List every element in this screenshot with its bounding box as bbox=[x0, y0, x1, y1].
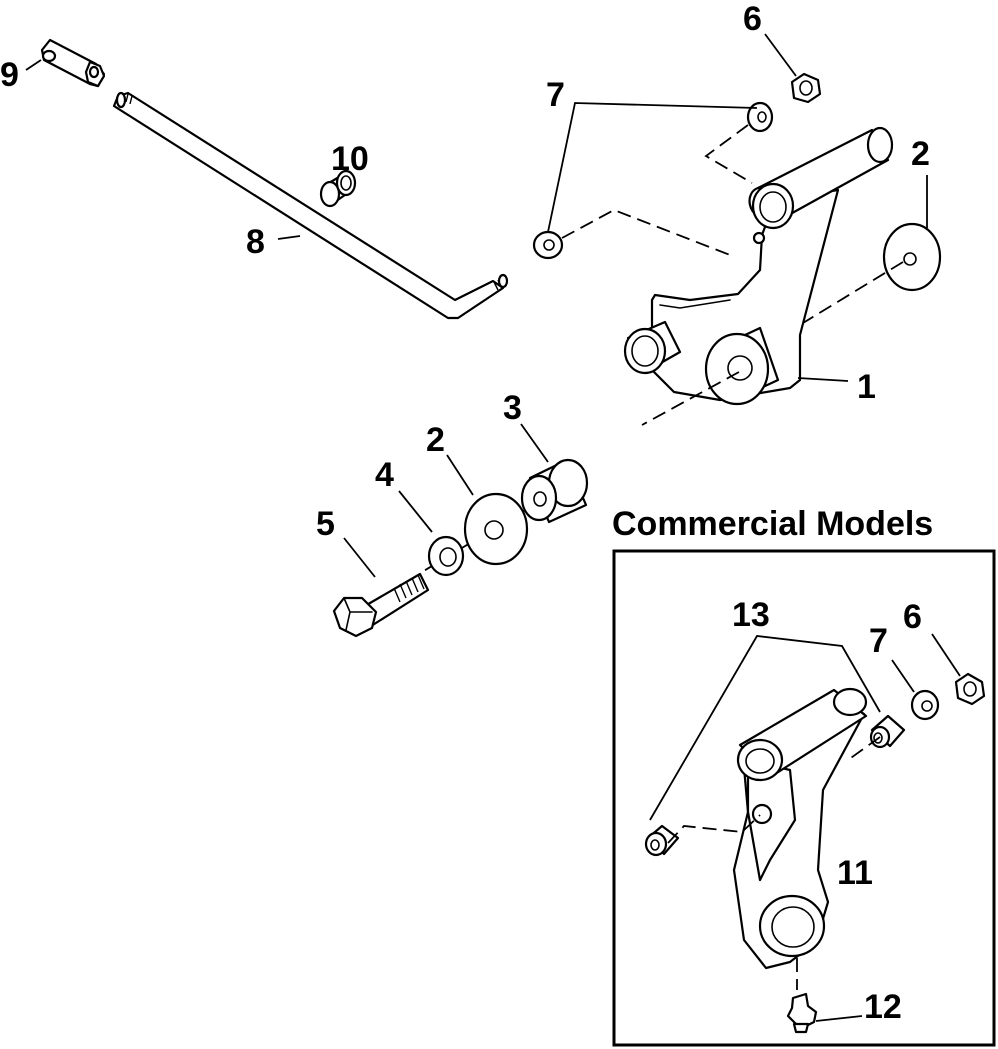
part-6-nut-inset bbox=[954, 672, 986, 706]
callout-7-upper: 7 bbox=[546, 76, 565, 114]
part-1-shift-lever bbox=[623, 126, 894, 406]
part-8-shift-rod bbox=[112, 91, 509, 320]
part-13-fitting-right bbox=[869, 714, 906, 749]
part-13-fitting-left bbox=[644, 824, 680, 857]
callout-4: 4 bbox=[375, 456, 394, 494]
part-11-lever bbox=[732, 687, 868, 970]
callout-6-upper: 6 bbox=[743, 0, 762, 38]
callout-3: 3 bbox=[503, 389, 522, 427]
part-7-washer-lower bbox=[532, 230, 564, 260]
callout-9: 9 bbox=[0, 56, 19, 94]
part-12-grease-fitting bbox=[786, 992, 818, 1034]
part-2-washer-left bbox=[463, 492, 529, 566]
part-3-spacer bbox=[520, 458, 589, 524]
callout-8: 8 bbox=[246, 223, 265, 261]
callout-1: 1 bbox=[857, 368, 876, 406]
part-2-washer-right bbox=[882, 222, 942, 292]
callout-2-right: 2 bbox=[911, 135, 930, 173]
callout-11: 11 bbox=[837, 854, 873, 892]
callout-12: 12 bbox=[864, 988, 902, 1026]
callout-7-inset: 7 bbox=[869, 622, 888, 660]
part-10-bushing bbox=[319, 169, 357, 208]
part-7-washer-upper bbox=[746, 101, 774, 133]
inset-frame bbox=[612, 549, 996, 1047]
part-4-lock-washer bbox=[427, 535, 465, 577]
part-5-bolt bbox=[332, 572, 430, 638]
part-6-nut-upper bbox=[790, 72, 822, 104]
callout-6-inset: 6 bbox=[903, 598, 922, 636]
callout-5: 5 bbox=[316, 505, 335, 543]
inset-title: Commercial Models bbox=[612, 505, 933, 543]
callout-13: 13 bbox=[732, 596, 770, 634]
part-7-washer-inset bbox=[910, 689, 940, 721]
callout-10: 10 bbox=[331, 140, 369, 178]
callout-2-left: 2 bbox=[426, 421, 445, 459]
part-9-clevis bbox=[40, 38, 106, 88]
